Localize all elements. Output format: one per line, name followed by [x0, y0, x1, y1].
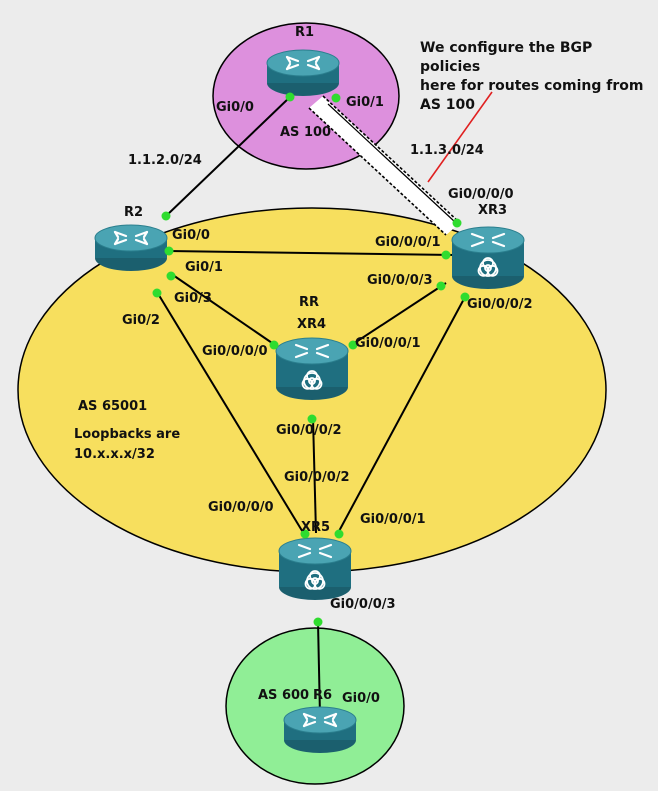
- as600-area: [225, 627, 405, 785]
- if-r2-gi00: Gi0/0: [172, 228, 210, 243]
- links: [156, 96, 466, 717]
- if-r2-gi03: Gi0/3: [174, 291, 212, 306]
- link-xr4-xr5: [312, 417, 317, 534]
- port-dot-r2-gi00b[interactable]: [164, 246, 174, 256]
- port-dot-r2-gi01[interactable]: [166, 271, 176, 281]
- router-xr5-label: XR5: [301, 520, 331, 535]
- router-xr5[interactable]: [278, 537, 352, 600]
- link-r1-xr3-highlighted: [308, 95, 461, 236]
- link-xr5-r6: [317, 621, 321, 717]
- router-xr3[interactable]: [451, 226, 525, 289]
- port-dot-r1-gi01[interactable]: [331, 93, 341, 103]
- router-r1-label: R1: [295, 25, 315, 40]
- router-r6-label: R6: [313, 688, 333, 703]
- if-xr3-gi0003: Gi0/0/0/3: [367, 273, 433, 288]
- port-dot-xr3-gi0003[interactable]: [436, 281, 446, 291]
- if-xr3-gi0002: Gi0/0/0/2: [467, 297, 533, 312]
- if-r2-gi01: Gi0/1: [185, 260, 223, 275]
- router-rr-label: RR: [299, 295, 320, 310]
- router-xr4-label: XR4: [297, 317, 327, 332]
- port-dots: [152, 92, 470, 627]
- loopbacks-label-line1: Loopbacks are: [74, 427, 181, 442]
- link-xr3-xr5: [337, 296, 466, 534]
- subnet-r1-xr3-label: 1.1.3.0/24: [410, 143, 484, 158]
- if-r2-gi02: Gi0/2: [122, 313, 160, 328]
- as65001-label: AS 65001: [78, 399, 148, 414]
- link-r1-r2: [165, 96, 291, 217]
- router-r1[interactable]: [265, 48, 341, 98]
- port-dot-xr5-gi0003[interactable]: [313, 617, 323, 627]
- if-xr5-gi0002: Gi0/0/0/2: [284, 470, 350, 485]
- as100-label: AS 100: [280, 125, 332, 140]
- if-xr5-gi0003: Gi0/0/0/3: [330, 597, 396, 612]
- port-dot-xr3-gi0001[interactable]: [441, 250, 451, 260]
- if-xr5-gi0001: Gi0/0/0/1: [360, 512, 426, 527]
- link-r2-xr3: [168, 250, 455, 256]
- link-r2-xr5: [156, 291, 305, 535]
- router-xr4[interactable]: [275, 337, 349, 400]
- if-r1-gi01: Gi0/1: [346, 95, 384, 110]
- router-xr3-label: XR3: [478, 203, 508, 218]
- as600-label: AS 600: [258, 688, 310, 703]
- port-dot-r1-gi00[interactable]: [285, 92, 295, 102]
- annotation-line-3: AS 100: [420, 97, 476, 113]
- annotation-line-1: We configure the BGP policies: [420, 40, 593, 75]
- port-dot-r2-gi02[interactable]: [152, 288, 162, 298]
- if-r6-gi00: Gi0/0: [342, 691, 380, 706]
- subnet-r1-r2-label: 1.1.2.0/24: [128, 153, 202, 168]
- annotation-arrow: [427, 91, 493, 183]
- port-dot-r2-gi00[interactable]: [161, 211, 171, 221]
- port-dot-xr3-gi0002[interactable]: [460, 292, 470, 302]
- loopbacks-label-line2: 10.x.x.x/32: [74, 447, 155, 462]
- link-xr3-xr4: [352, 282, 447, 345]
- if-xr3-gi0001: Gi0/0/0/1: [375, 235, 441, 250]
- if-xr3-gi0000: Gi0/0/0/0: [448, 187, 514, 202]
- router-r6[interactable]: [282, 705, 358, 755]
- port-dot-xr4-gi0002[interactable]: [307, 414, 317, 424]
- port-dot-xr4-gi0000[interactable]: [269, 340, 279, 350]
- if-xr5-gi0000: Gi0/0/0/0: [208, 500, 274, 515]
- if-xr4-gi0001: Gi0/0/0/1: [355, 336, 421, 351]
- if-xr4-gi0002: Gi0/0/0/2: [276, 423, 342, 438]
- port-dot-xr3-gi0000[interactable]: [452, 218, 462, 228]
- if-r1-gi00: Gi0/0: [216, 100, 254, 115]
- annotation-note: We configure the BGP policies here for r…: [420, 39, 656, 115]
- router-r2[interactable]: [93, 223, 169, 273]
- router-r2-label: R2: [124, 205, 144, 220]
- port-dot-xr5-gi0001[interactable]: [334, 529, 344, 539]
- port-dot-xr4-gi0001[interactable]: [348, 340, 358, 350]
- if-xr4-gi0000: Gi0/0/0/0: [202, 344, 268, 359]
- link-r2-xr4: [169, 272, 276, 346]
- port-dot-xr5-gi0000[interactable]: [300, 529, 310, 539]
- annotation-line-2: here for routes coming from: [420, 78, 644, 94]
